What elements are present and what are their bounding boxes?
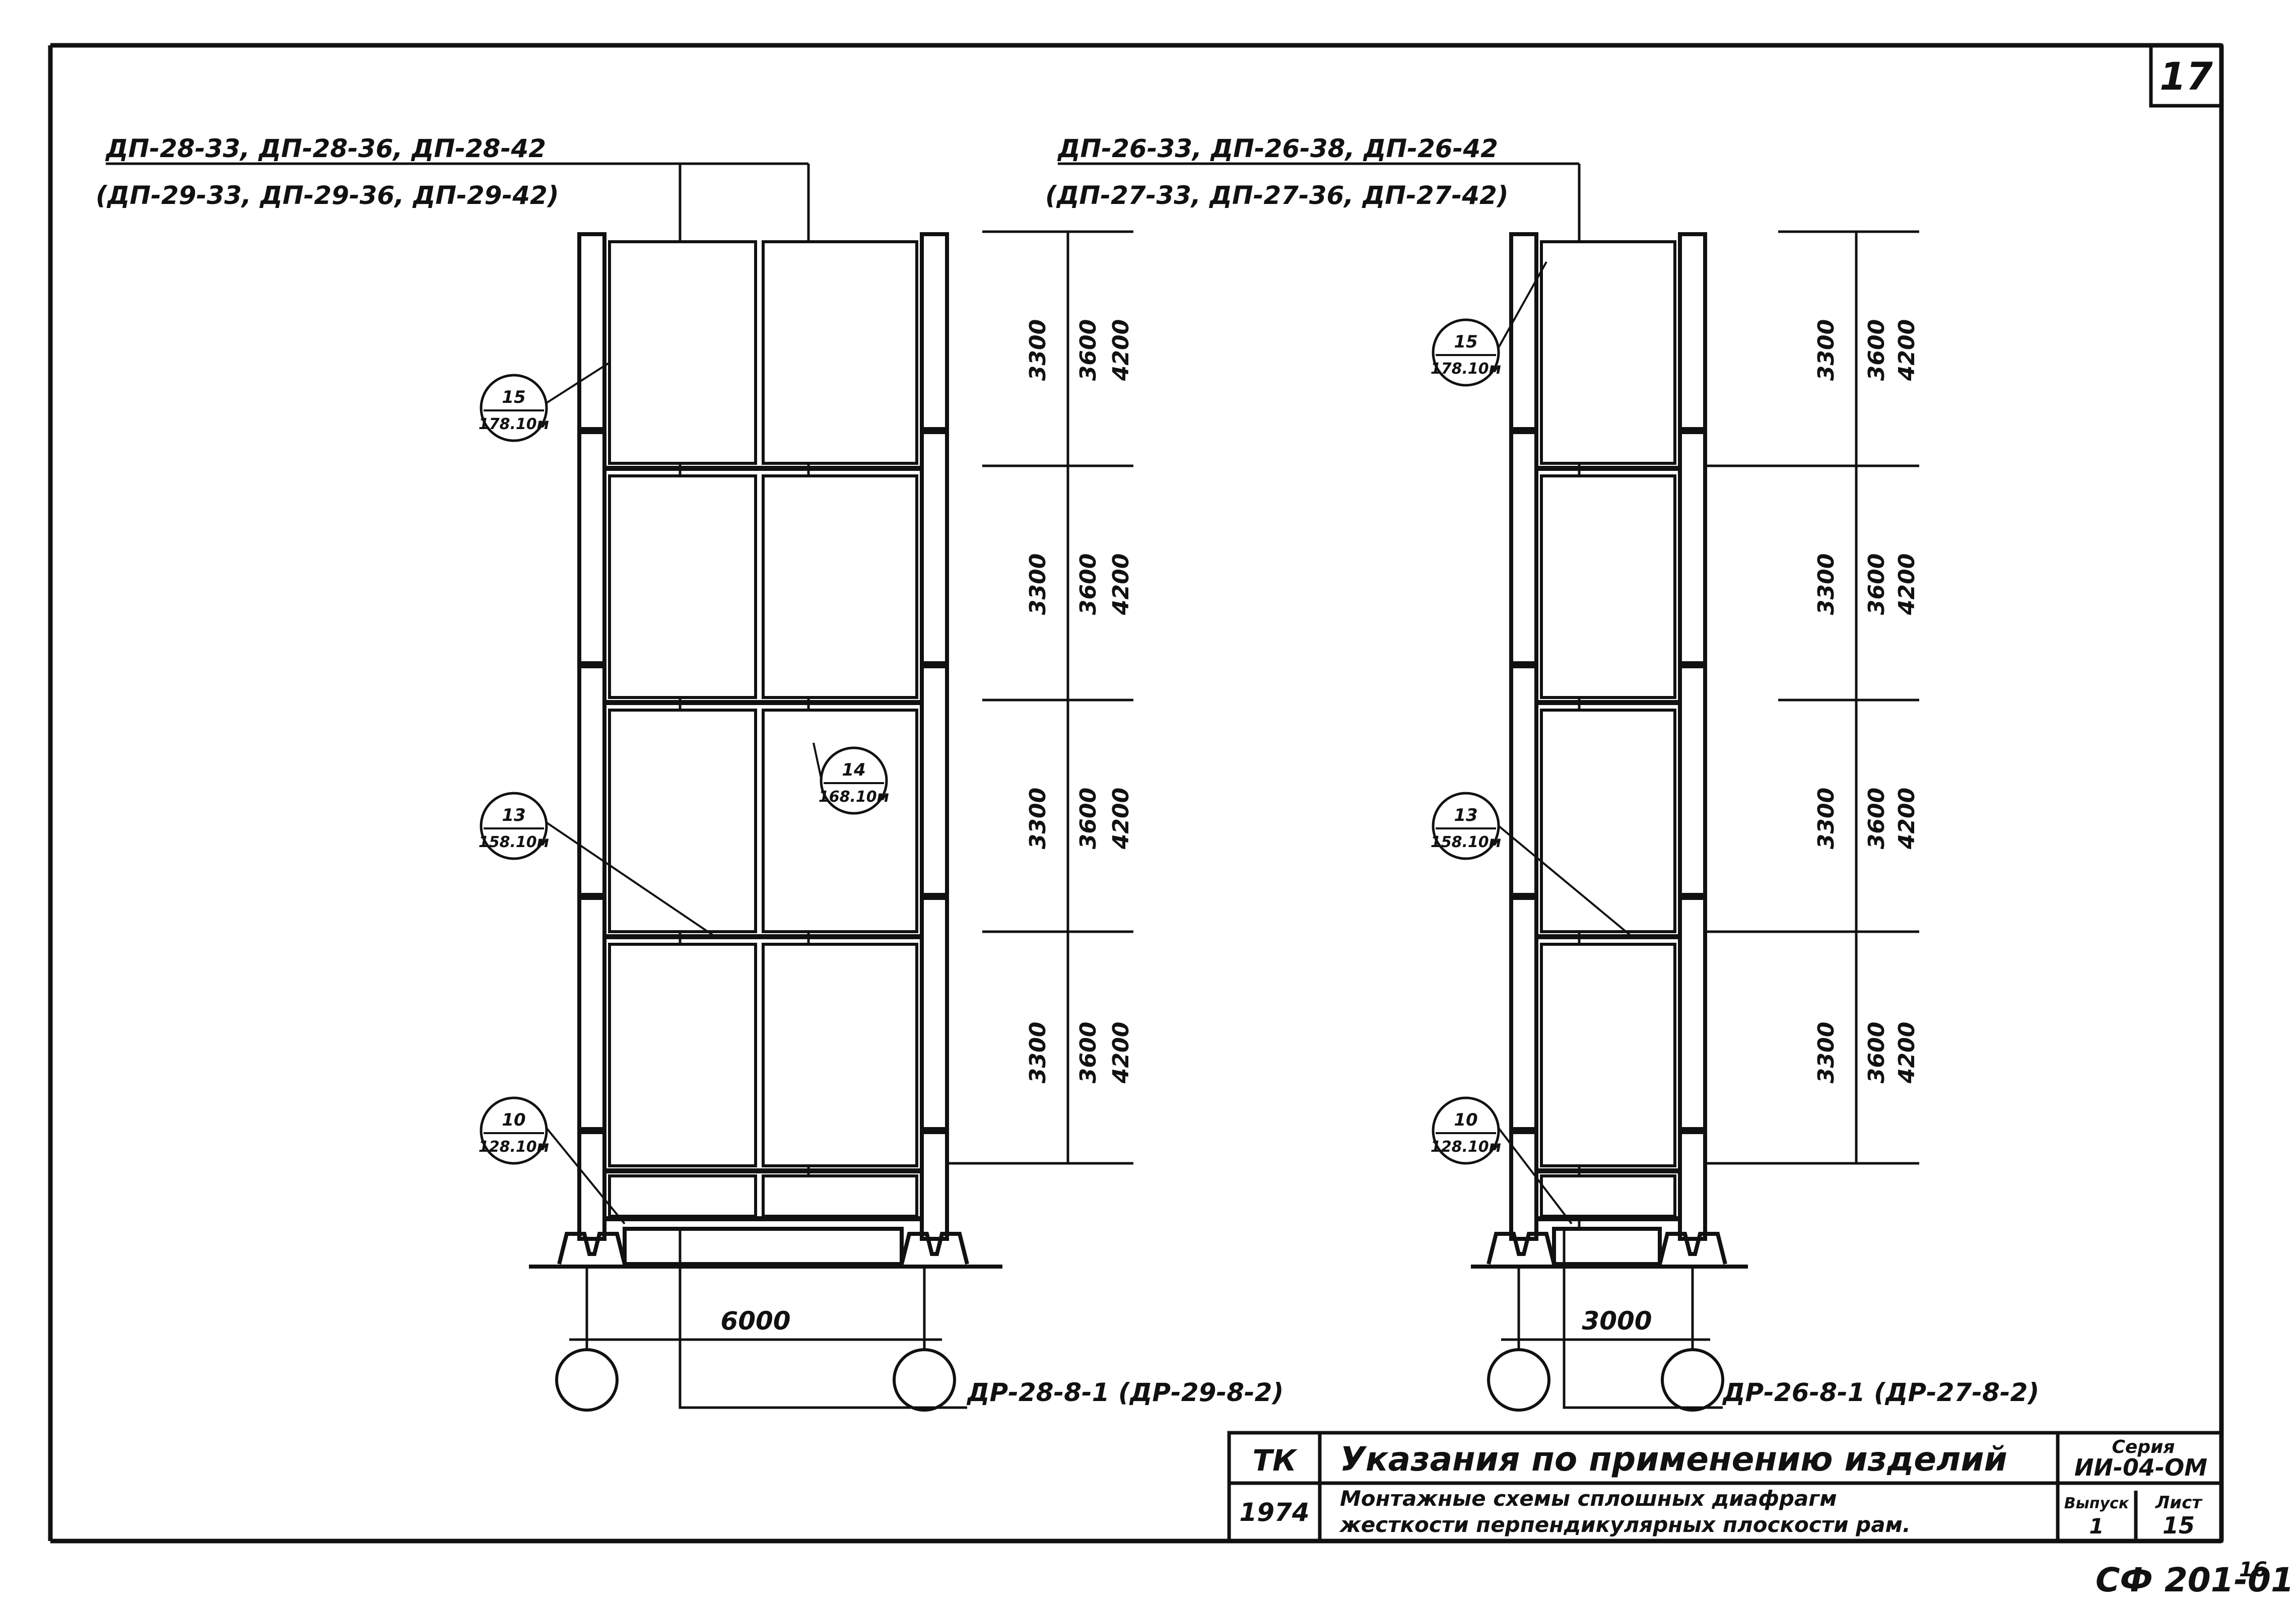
title-block-issue-label: Выпуск	[2064, 1495, 2129, 1512]
dim-text: 4200	[1894, 788, 1920, 850]
dim-text: 3300	[1025, 553, 1051, 615]
dim-text: 3600	[1075, 319, 1101, 381]
dim-text: 3600	[1864, 553, 1889, 615]
dim-text: 3600	[1864, 1022, 1889, 1083]
title-block-series-label: Серия	[2112, 1437, 2175, 1457]
doc-code-suffix: 16	[2239, 1558, 2267, 1581]
svg-text:14: 14	[842, 760, 865, 780]
title-block-subtitle-line1: Монтажные схемы сплошных диафрагм	[1340, 1486, 1837, 1511]
title-block-subtitle-line2: жесткости перпендикулярных плоскости рам…	[1339, 1512, 1911, 1537]
left-frame-span: 6000	[720, 1306, 790, 1336]
left-callout-15: 15 178.10м	[479, 362, 611, 442]
dim-text: 3300	[1813, 788, 1839, 849]
left-frame-title-line1: ДП-28-33, ДП-28-36, ДП-28-42	[105, 134, 546, 163]
title-block-issue-value: 1	[2089, 1514, 2104, 1539]
right-callout-13: 13 158.10м	[1431, 792, 1633, 938]
doc-code: СФ 201-01	[2096, 1561, 2294, 1599]
dim-text: 4200	[1108, 319, 1134, 381]
svg-text:15: 15	[1454, 332, 1477, 352]
right-frame-span: 3000	[1582, 1306, 1652, 1336]
svg-text:13: 13	[502, 805, 525, 825]
svg-text:128.10м: 128.10м	[479, 1138, 549, 1156]
svg-text:158.10м: 158.10м	[479, 833, 549, 851]
right-frame-title-line2: (ДП-27-33, ДП-27-36, ДП-27-42)	[1045, 181, 1509, 210]
title-block-sheet-value: 15	[2163, 1512, 2195, 1539]
title-block-title: Указания по применению изделий	[1340, 1440, 2007, 1479]
dim-text: 3300	[1813, 1022, 1839, 1083]
left-frame-title-line2: (ДП-29-33, ДП-29-36, ДП-29-42)	[96, 181, 559, 210]
dim-text: 4200	[1894, 319, 1920, 381]
dim-text: 3300	[1025, 788, 1051, 849]
right-frame-bottom-label: ДР-26-8-1 (ДР-27-8-2)	[1722, 1378, 2039, 1407]
title-block-sheet-label: Лист	[2155, 1493, 2203, 1513]
dim-text: 3600	[1864, 788, 1889, 849]
sheet-number: 17	[2159, 54, 2213, 99]
title-block-year: 1974	[1239, 1498, 1309, 1527]
right-callout-15: 15 178.10м	[1431, 261, 1547, 387]
dim-text: 3300	[1025, 1022, 1051, 1083]
svg-text:15: 15	[502, 387, 525, 407]
title-block-org: ТК	[1253, 1443, 1298, 1478]
right-frame-title-line1: ДП-26-33, ДП-26-38, ДП-26-42	[1057, 134, 1498, 163]
left-callout-10: 10 128.10м	[479, 1096, 626, 1225]
dim-text: 3300	[1813, 319, 1839, 381]
sheet-number-box: 17	[2149, 43, 2223, 108]
title-block-series-value: ИИ-04-ОМ	[2074, 1454, 2207, 1481]
left-frame-floor-dims: 3300 3600 4200 3300 3600 4200 3300 3600 …	[1025, 319, 1134, 1084]
right-callout-10: 10 128.10м	[1431, 1096, 1573, 1225]
svg-text:168.10м: 168.10м	[819, 788, 889, 806]
right-frame-drawing: ДП-26-33, ДП-26-38, ДП-26-42 (ДП-27-33, …	[1045, 134, 2039, 1412]
left-callout-14: 14 168.10м	[813, 742, 889, 815]
dim-text: 4200	[1894, 1022, 1920, 1084]
dim-text: 4200	[1108, 788, 1134, 850]
dim-text: 3300	[1813, 553, 1839, 615]
dim-text: 4200	[1108, 1022, 1134, 1084]
title-block: ТК 1974 Указания по применению изделий М…	[1227, 1431, 2223, 1543]
right-frame-floor-dims: 3300 3600 4200 3300 3600 4200 3300 3600 …	[1813, 319, 1920, 1084]
dim-text: 3600	[1075, 553, 1101, 615]
left-frame-drawing: ДП-28-33, ДП-28-36, ДП-28-42 (ДП-29-33, …	[96, 134, 1284, 1412]
dim-text: 3600	[1075, 788, 1101, 849]
dim-text: 3300	[1025, 319, 1051, 381]
svg-text:10: 10	[1454, 1110, 1477, 1130]
dim-text: 4200	[1894, 553, 1920, 615]
dim-text: 3600	[1864, 319, 1889, 381]
svg-text:10: 10	[502, 1110, 525, 1130]
svg-text:13: 13	[1454, 805, 1477, 825]
left-callout-13: 13 158.10м	[479, 792, 716, 938]
dim-text: 4200	[1108, 553, 1134, 615]
svg-text:128.10м: 128.10м	[1431, 1138, 1501, 1156]
left-frame-bottom-label: ДР-28-8-1 (ДР-29-8-2)	[966, 1378, 1284, 1407]
svg-text:158.10м: 158.10м	[1431, 833, 1501, 851]
svg-text:178.10м: 178.10м	[1431, 360, 1501, 378]
dim-text: 3600	[1075, 1022, 1101, 1083]
svg-text:178.10м: 178.10м	[479, 415, 549, 433]
